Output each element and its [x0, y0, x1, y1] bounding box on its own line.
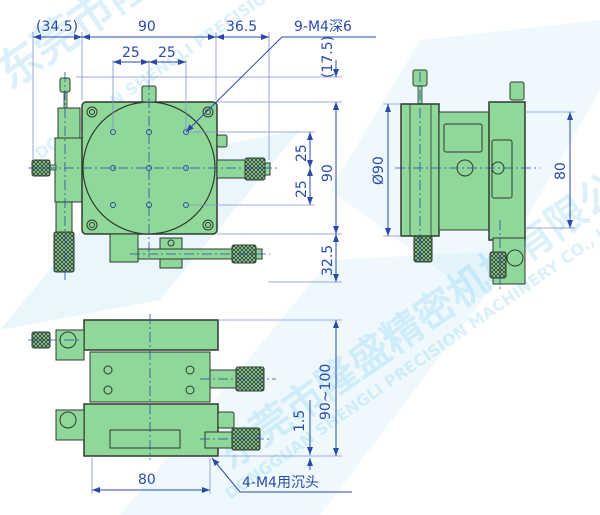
callout-9-m4: 9-M4深6	[294, 19, 352, 35]
dim-top-height: 90	[320, 164, 336, 182]
front-view: 80 90~100 1.5 4-M4用沉头	[28, 314, 352, 494]
dim-hole-pitch-x1: 25	[122, 45, 140, 61]
dim-base-step: 1.5	[292, 410, 308, 432]
dim-left-offset: (34.5)	[36, 19, 78, 35]
dim-right-offset: 36.5	[226, 19, 257, 35]
side-view: Ø90 80	[371, 69, 575, 290]
dim-total-height: 90~100	[318, 364, 334, 420]
top-view: (34.5) 90 36.5 25 25 9-M4深6 (17.5) 25 25…	[28, 19, 376, 283]
dim-top-width: 90	[138, 19, 156, 35]
dim-top-offset: (17.5)	[320, 36, 336, 78]
dim-hole-pitch-y1: 25	[294, 144, 310, 162]
dim-side-height: 80	[553, 162, 569, 180]
dim-hole-pitch-x2: 25	[158, 45, 176, 61]
dim-bottom-offset: 32.5	[320, 245, 336, 276]
dim-hole-pitch-y2: 25	[294, 180, 310, 198]
dim-front-width: 80	[138, 472, 156, 488]
callout-4-m4: 4-M4用沉头	[242, 475, 319, 491]
dim-diameter: Ø90	[371, 156, 387, 185]
